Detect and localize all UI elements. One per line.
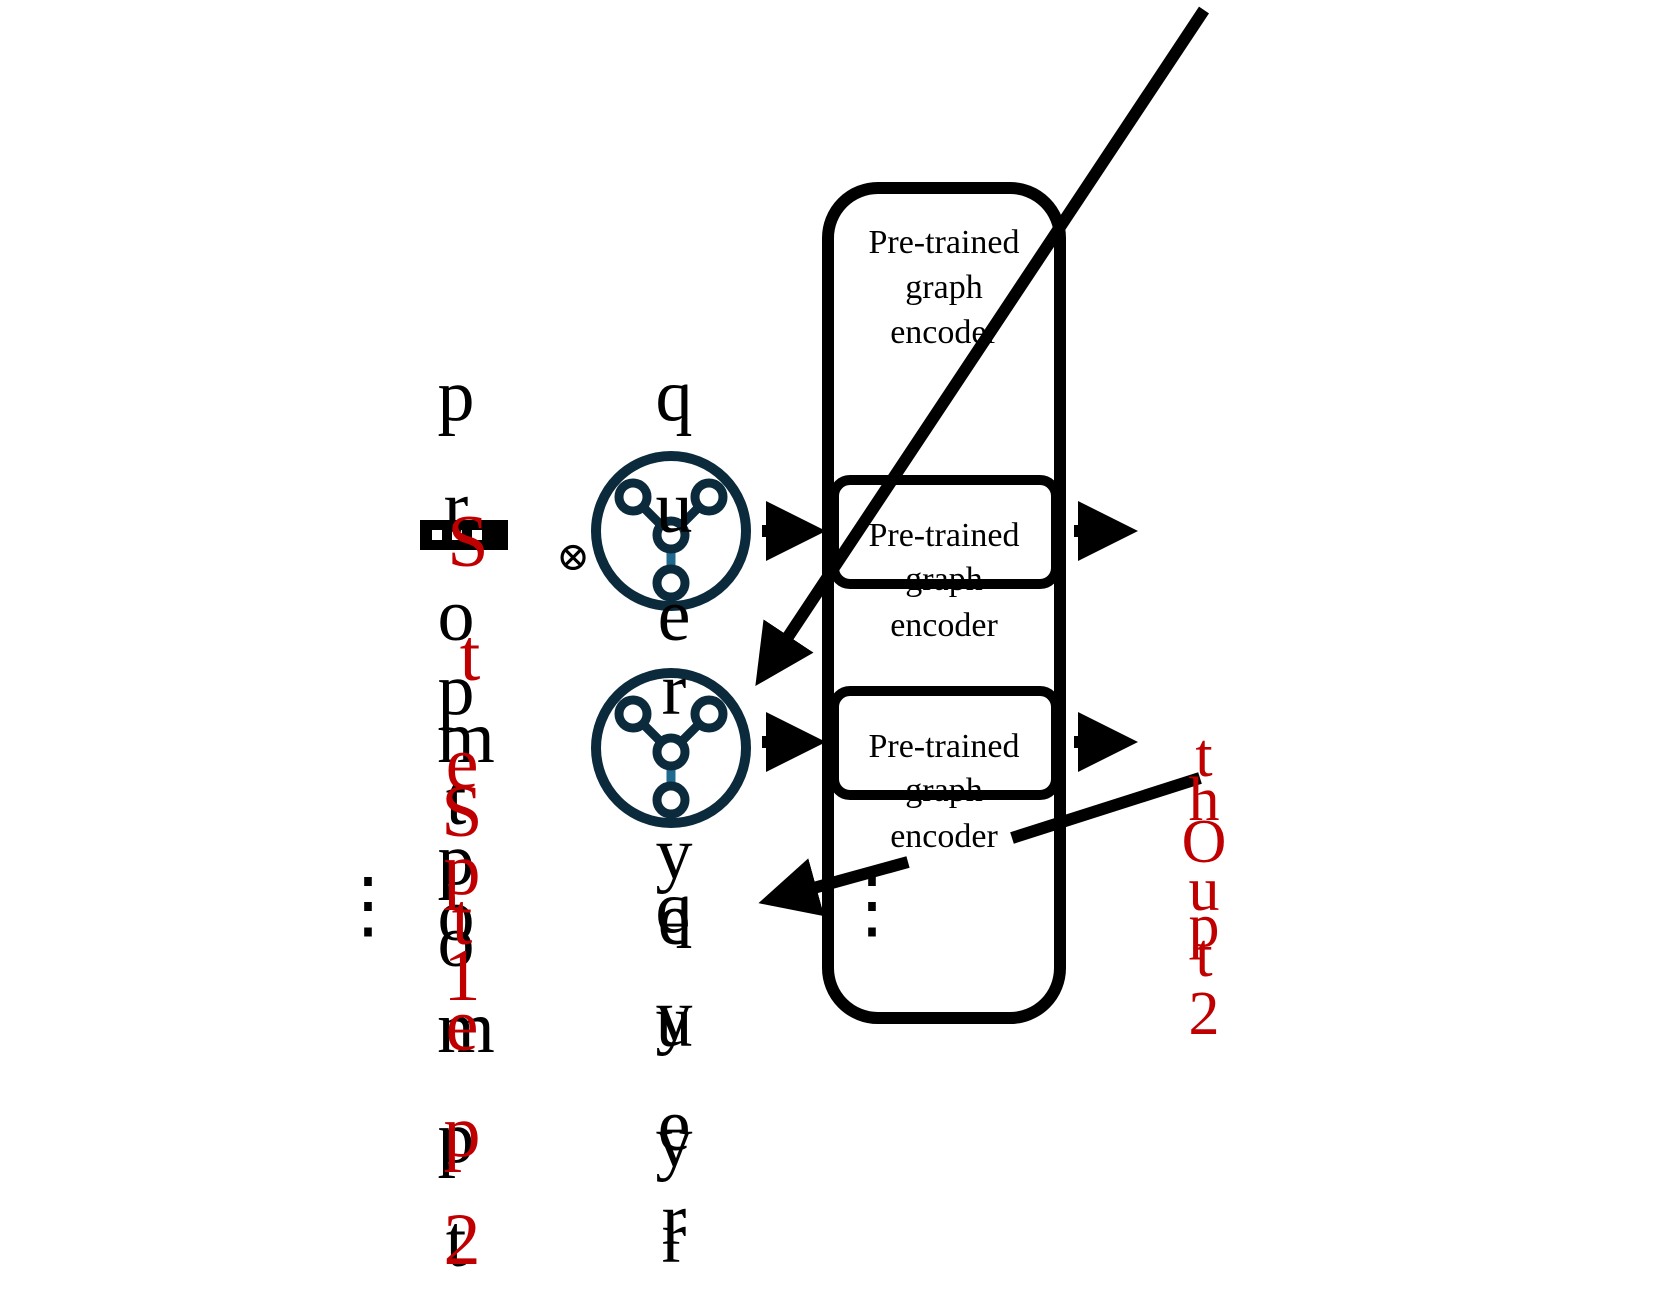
encoder-box2-line2: graph	[905, 772, 982, 809]
query-letter: r	[662, 1197, 687, 1279]
prompt-letter: p	[438, 819, 475, 901]
otimes-symbol: ⊗	[556, 534, 590, 579]
arrow-diagonal-icon	[755, 6, 1209, 686]
red-left-letter: 2	[444, 1199, 481, 1281]
encoder-container	[822, 182, 1066, 1024]
red-left-letter: t	[452, 879, 473, 961]
encoder-label-line1: Pre-trained	[868, 224, 1019, 261]
red-left-letter: p	[444, 829, 481, 911]
red-left-letter: p	[444, 1091, 481, 1173]
encoder-label-line2: graph	[905, 269, 982, 306]
prompt-letter: m	[437, 697, 495, 779]
prompt-letter: t	[446, 759, 467, 841]
red-left-letter: S	[441, 771, 482, 853]
red-right-letter: 2	[1189, 980, 1220, 1048]
query-letter: r	[662, 1179, 687, 1261]
encoder-box-2	[829, 686, 1061, 800]
red-left-letter: e	[446, 985, 479, 1067]
arrow-lower-left	[758, 856, 910, 917]
prompt-letter: t	[446, 1201, 467, 1283]
query-letter: y	[656, 1101, 693, 1183]
prompt-column: p r o m p t p o o m p t	[437, 355, 495, 1283]
graph-icon	[591, 668, 751, 828]
encoder-box1-line3: encoder	[890, 607, 998, 644]
prompt-token-bar	[420, 520, 508, 550]
encoder-box1-line1: Pre-trained	[868, 517, 1019, 554]
query-letter: r	[662, 649, 687, 731]
red-right-letter: u	[1189, 856, 1220, 924]
encoder-box1-line2: graph	[905, 561, 982, 598]
red-right-letter: t	[1195, 722, 1212, 790]
red-label-left: S t e p S t e p 1 2	[441, 501, 488, 1281]
query-letter: u	[656, 981, 693, 1063]
query-letter: q	[656, 355, 693, 437]
red-label-right: t h O u p t 2	[1182, 722, 1227, 1048]
ellipsis-left: ⋮	[331, 865, 405, 947]
query-letter: u	[656, 467, 693, 549]
red-right-letter: p	[1189, 892, 1220, 960]
query-letter: e	[658, 575, 691, 657]
query-letter: e	[658, 879, 691, 961]
encoder-label-box2: Pre-trained graph encoder	[868, 728, 1019, 855]
red-right-letter: h	[1189, 766, 1220, 834]
graph-icon	[591, 451, 751, 611]
prompt-letter: o	[438, 875, 475, 957]
encoder-box-1	[829, 475, 1061, 589]
query-column: q u e r y q u e r y e y r	[656, 355, 693, 1279]
query-letter: y	[656, 975, 693, 1057]
red-right-letter: t	[1195, 922, 1212, 990]
arrow-lower-right	[1010, 772, 1202, 844]
prompt-letter: p	[438, 649, 475, 731]
red-left-letter: e	[446, 723, 479, 805]
prompt-letter: p	[438, 355, 475, 437]
encoder-label-box1: Pre-trained graph encoder	[868, 517, 1019, 644]
encoder-box2-line1: Pre-trained	[868, 728, 1019, 765]
prompt-letter: m	[437, 987, 495, 1069]
encoder-box2-line3: encoder	[890, 818, 998, 855]
red-right-letter: O	[1182, 808, 1227, 876]
red-left-letter: t	[460, 615, 481, 697]
red-left-letter: 1	[444, 935, 481, 1017]
query-letter: q	[656, 867, 693, 949]
prompt-letter: o	[438, 901, 475, 983]
prompt-letter: o	[438, 575, 475, 657]
red-left-letter: S	[447, 501, 488, 583]
query-letter: y	[656, 813, 693, 895]
query-letter: e	[658, 1085, 691, 1167]
prompt-letter: p	[438, 1097, 475, 1179]
prompt-letter: r	[444, 467, 469, 549]
